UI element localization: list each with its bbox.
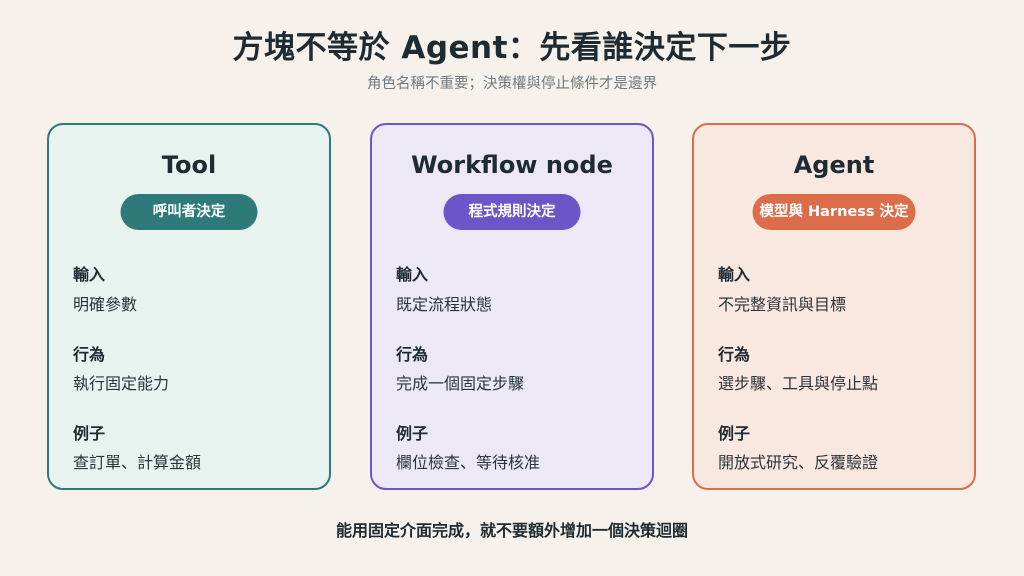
card-workflow-node: Workflow node 程式規則決定 輸入 既定流程狀態 行為 完成一個固定… — [370, 123, 654, 490]
card-title: Workflow node — [411, 151, 613, 179]
input-value: 不完整資訊與目標 — [718, 295, 847, 314]
decision-badge: 程式規則決定 — [443, 194, 581, 230]
decision-badge: 呼叫者決定 — [120, 194, 258, 230]
example-label: 例子 — [396, 424, 429, 443]
input-label: 輸入 — [396, 265, 429, 284]
behavior-label: 行為 — [718, 345, 751, 364]
example-label: 例子 — [718, 424, 751, 443]
card-title: Tool — [161, 151, 217, 179]
card-agent: Agent 模型與 Harness 決定 輸入 不完整資訊與目標 行為 選步驟、… — [692, 123, 976, 490]
behavior-value: 完成一個固定步驟 — [396, 374, 525, 393]
page-subtitle: 角色名稱不重要；決策權與停止條件才是邊界 — [367, 76, 657, 92]
behavior-value: 執行固定能力 — [73, 374, 170, 393]
input-value: 既定流程狀態 — [396, 295, 493, 314]
example-value: 欄位檢查、等待核准 — [396, 453, 541, 472]
decision-badge: 模型與 Harness 決定 — [752, 194, 916, 230]
card-tool: Tool 呼叫者決定 輸入 明確參數 行為 執行固定能力 例子 查訂單、計算金額 — [47, 123, 331, 490]
example-label: 例子 — [73, 424, 106, 443]
behavior-label: 行為 — [73, 345, 106, 364]
input-label: 輸入 — [718, 265, 751, 284]
input-label: 輸入 — [73, 265, 106, 284]
page-title: 方塊不等於 Agent：先看誰決定下一步 — [232, 30, 792, 66]
example-value: 查訂單、計算金額 — [73, 453, 202, 472]
example-value: 開放式研究、反覆驗證 — [718, 453, 879, 472]
card-title: Agent — [793, 151, 875, 179]
behavior-label: 行為 — [396, 345, 429, 364]
input-value: 明確參數 — [73, 295, 138, 314]
behavior-value: 選步驟、工具與停止點 — [718, 374, 879, 393]
footer-note: 能用固定介面完成，就不要額外增加一個決策迴圈 — [335, 521, 688, 540]
